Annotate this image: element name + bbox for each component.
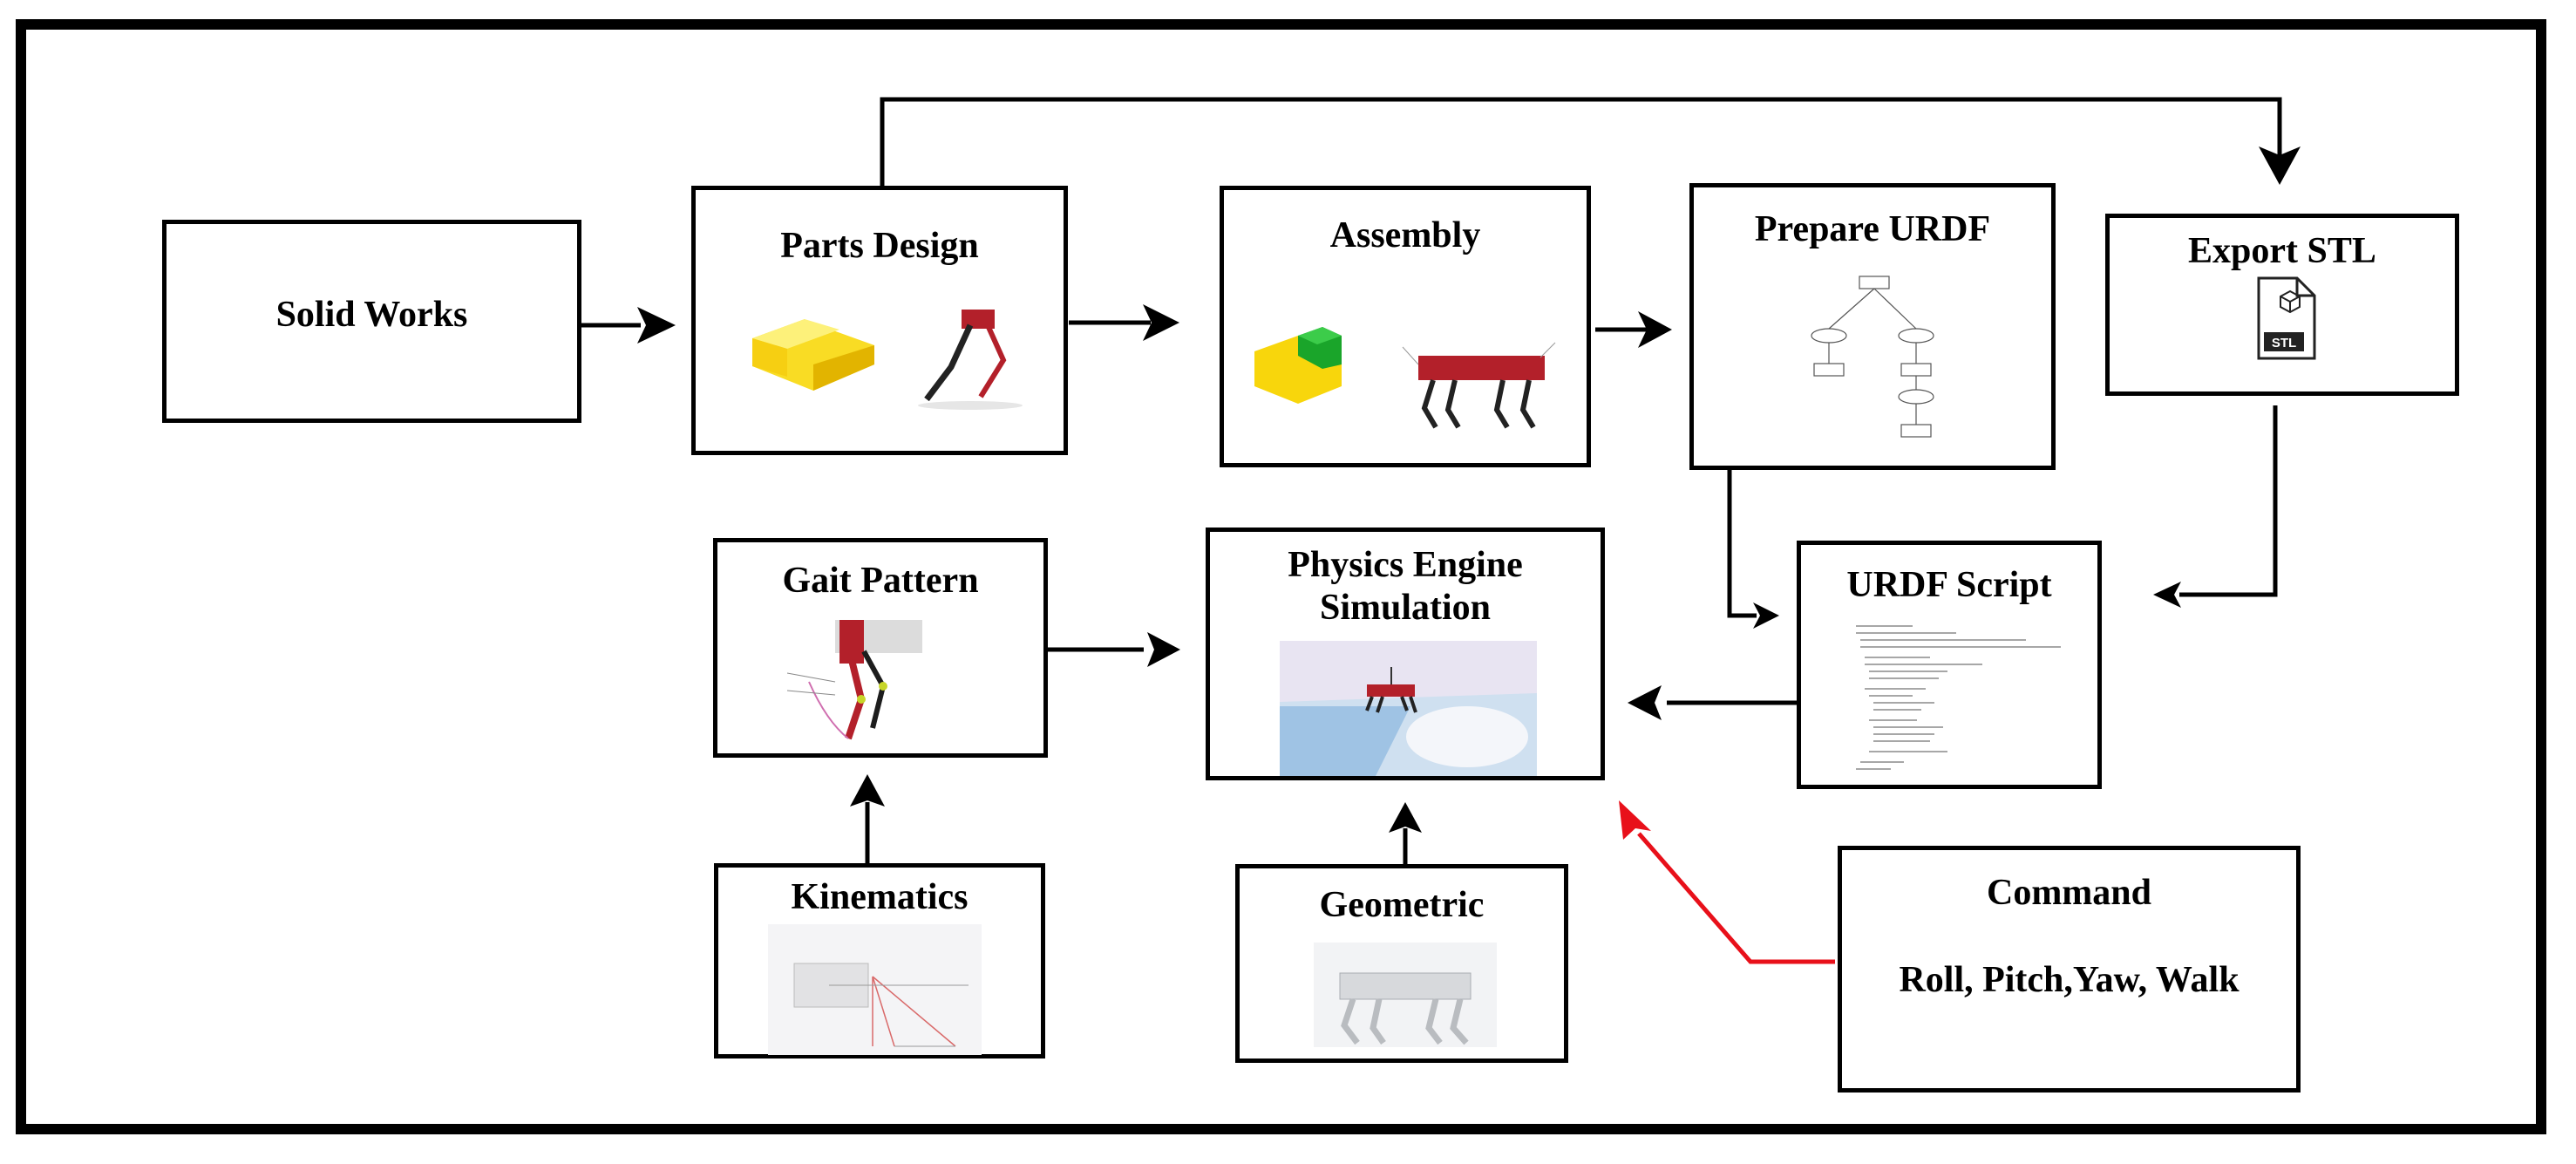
- node-assembly: Assembly: [1220, 186, 1591, 467]
- node-parts-design: Parts Design: [691, 186, 1068, 455]
- gait-leg-image: [787, 620, 922, 740]
- node-command: Command Roll, Pitch,Yaw, Walk: [1838, 846, 2301, 1093]
- node-physics-engine-simulation: Physics Engine Simulation: [1206, 528, 1605, 780]
- node-geometric: Geometric: [1235, 864, 1568, 1063]
- urdf-tree-image: [1811, 276, 1934, 438]
- node-label: Export STL: [2188, 231, 2376, 271]
- node-gait-pattern: Gait Pattern: [713, 538, 1048, 758]
- node-label: Command: [1986, 873, 2152, 913]
- diagram-frame: [16, 19, 2546, 1134]
- kinematics-image: [768, 924, 982, 1055]
- arrow-parts-to-stl: [880, 97, 2282, 187]
- node-urdf-script: URDF Script: [1797, 541, 2102, 789]
- arrowhead: [1628, 685, 1662, 720]
- node-label: Gait Pattern: [782, 561, 979, 601]
- arrowhead: [2153, 582, 2181, 608]
- node-prepare-urdf: Prepare URDF: [1689, 183, 2056, 470]
- arrowhead: [637, 307, 676, 344]
- arrow-urdf-to-script: [1727, 468, 1757, 618]
- arrowhead: [1753, 602, 1779, 629]
- arrowhead: [1389, 802, 1422, 833]
- robot-leg-image: [918, 310, 1023, 410]
- stl-file-icon: STL: [2257, 276, 2316, 360]
- arrowhead: [2259, 146, 2301, 185]
- node-label-line2: Simulation: [1319, 588, 1492, 628]
- node-label: Prepare URDF: [1754, 209, 1991, 249]
- arrowhead: [1143, 304, 1179, 341]
- node-label: Parts Design: [780, 226, 979, 266]
- assembled-robot-image: [1402, 342, 1556, 429]
- node-sublabel: Roll, Pitch,Yaw, Walk: [1899, 960, 2240, 1000]
- assembled-block-image: [1254, 327, 1342, 404]
- node-label-line1: Physics Engine: [1288, 545, 1523, 585]
- arrowhead: [850, 774, 885, 807]
- node-label: URDF Script: [1846, 565, 2052, 605]
- arrowhead: [1147, 632, 1180, 667]
- cube-icon: [2280, 289, 2301, 314]
- simulation-image: [1280, 641, 1537, 776]
- urdf-script-image: [1856, 625, 2061, 770]
- node-label: Solid Works: [275, 295, 468, 335]
- arrowhead: [1619, 800, 1651, 840]
- arrowhead: [1638, 311, 1672, 348]
- node-export-stl: Export STL STL: [2105, 214, 2459, 396]
- node-label: Geometric: [1319, 885, 1485, 925]
- stl-icon-text: STL: [2272, 336, 2296, 351]
- arrow-stl-to-script: [2179, 405, 2278, 597]
- yellow-block-image: [752, 319, 874, 391]
- node-solid-works: Solid Works: [162, 220, 581, 423]
- geometric-robot-image: [1314, 943, 1497, 1047]
- node-kinematics: Kinematics: [714, 863, 1045, 1058]
- arrow-command-to-physics: [1637, 832, 1835, 964]
- node-label: Kinematics: [791, 877, 969, 917]
- node-label: Assembly: [1329, 215, 1481, 255]
